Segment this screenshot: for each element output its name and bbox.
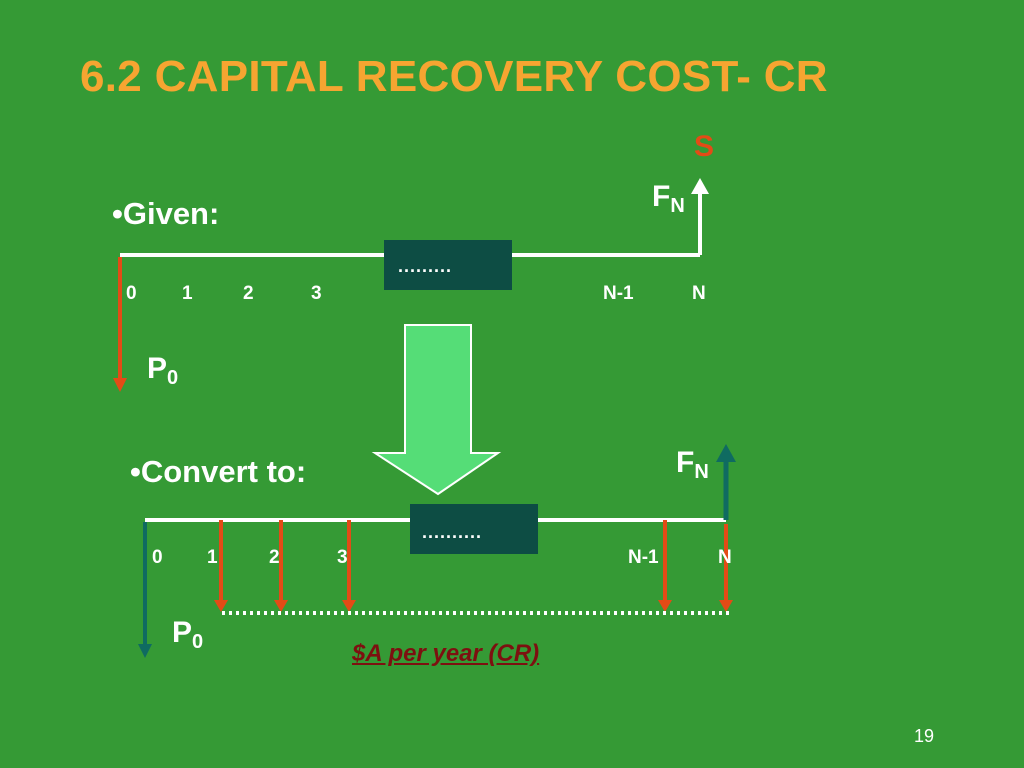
given-ellipsis-box: ......... — [384, 240, 512, 290]
convert-fn-label: FN — [676, 446, 709, 483]
given-p0-label: P0 — [147, 352, 179, 389]
annuity-caption: $A per year (CR) — [352, 640, 540, 667]
given-tick-0: 0 — [126, 283, 137, 304]
convert-p0-label: P0 — [172, 616, 204, 653]
given-tick-1: 1 — [182, 283, 193, 304]
given-bullet: •Given: — [112, 196, 220, 231]
annuity-arrow-2 — [274, 520, 288, 612]
convert-fn-arrow — [716, 444, 736, 520]
convert-tick-3: 3 — [337, 547, 348, 568]
annuity-arrow-3 — [342, 520, 356, 612]
annuity-arrow-n — [719, 524, 733, 612]
given-tick-2: 2 — [243, 283, 254, 304]
convert-tick-n-1: N-1 — [628, 547, 659, 568]
slide-title: 6.2 CAPITAL RECOVERY COST- CR — [80, 52, 828, 101]
convert-tick-n: N — [718, 547, 732, 568]
given-tick-3: 3 — [311, 283, 322, 304]
convert-tick-2: 2 — [269, 547, 280, 568]
given-tick-n: N — [692, 283, 706, 304]
convert-down-arrow — [371, 324, 502, 496]
page-number: 19 — [914, 726, 935, 746]
convert-p0-arrow — [138, 522, 152, 658]
annuity-arrow-n-1 — [658, 520, 672, 612]
given-fn-label: FN — [652, 180, 685, 217]
given-p0-arrow — [113, 257, 127, 392]
convert-ellipsis-box: .......... — [410, 504, 538, 554]
given-tick-n-1: N-1 — [603, 283, 634, 304]
convert-tick-0: 0 — [152, 547, 163, 568]
annuity-arrow-1 — [214, 520, 228, 612]
convert-bullet: •Convert to: — [130, 454, 307, 489]
convert-ellipsis: .......... — [422, 522, 483, 542]
convert-tick-1: 1 — [207, 547, 218, 568]
salvage-label: S — [694, 130, 715, 163]
given-ellipsis: ......... — [398, 256, 453, 276]
given-fn-arrow — [691, 178, 709, 255]
